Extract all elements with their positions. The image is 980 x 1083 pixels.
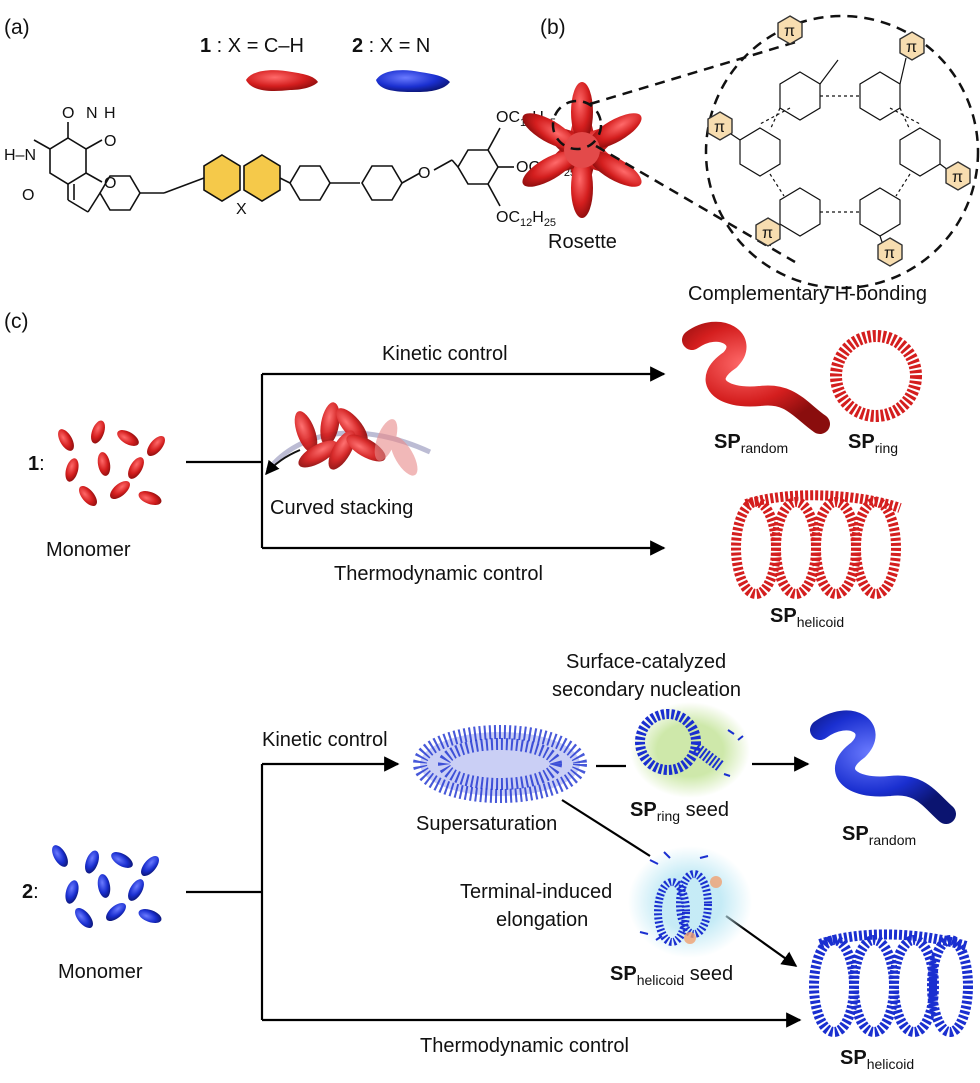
atom-h-top: H [104,105,116,122]
sp-helicoid-blue-label: SPhelicoid [840,1047,914,1072]
pi-hexagons: π π π π π π [707,15,971,267]
supersaturation-label: Supersaturation [416,813,557,835]
panel-label-a: (a) [4,16,30,39]
sp-helicoid-red-model [731,490,902,599]
path2-thermo-label: Thermodynamic control [420,1035,629,1057]
highlight-ring [204,155,240,201]
panel-label-c: (c) [4,310,29,333]
pi-hexagon-3: π [707,111,733,141]
compound-2-number: 2 [352,35,363,57]
sp-helicoid-red-label: SPhelicoid [770,605,844,630]
path1-monomers [58,420,165,506]
panel-label-b: (b) [540,16,566,39]
atom-x: X [236,201,247,218]
sp-ring-seed-model [630,702,750,798]
compound-2-definition: : X = N [363,35,430,57]
path1-thermo-label: Thermodynamic control [334,563,543,585]
surface-catalyzed-line1: Surface-catalyzed [566,651,726,673]
sp-ring-seed-label: SPring seed [630,799,729,824]
rosette-model [522,82,642,218]
supersaturation-cluster [413,725,587,803]
pi-hexagon-1: π [777,15,803,45]
sp-ring-red-label: SPring [848,431,898,456]
pi-hexagon-2: π [899,31,925,61]
sp-helicoid-seed-model [628,846,752,958]
red-monomer-icon [246,70,318,91]
atom-o-bottom: O [22,187,34,204]
terminal-induced-line1: Terminal-induced [460,881,612,903]
sp-helicoid-seed-label: SPhelicoid seed [610,963,733,988]
pi-hexagon-6: π [877,237,903,267]
sp-ring-red-model [830,330,922,422]
compound-2-legend: 2 : X = N [352,35,430,57]
pi-hexagon-5: π [755,217,781,247]
atom-o-top: O [62,105,74,122]
sp-random-blue-label: SPrandom [842,823,916,848]
atom-o-lower: O [104,175,116,192]
pi-hexagon-4: π [945,161,971,191]
terminal-induced-line2: elongation [496,909,588,931]
chemical-structure [33,122,514,213]
compound-1-definition: : X = C–H [211,35,304,57]
atom-n-top: N [86,105,98,122]
svg-text:π: π [906,39,917,56]
svg-text:π: π [784,23,795,40]
compound-1-legend: 1 : X = C–H [200,35,304,57]
sp-random-blue-model [810,710,956,824]
path1-monomer-label: Monomer [46,539,131,561]
path1-compound-label: 1: [28,453,45,475]
blue-monomer-icon [376,70,450,92]
svg-text:π: π [762,225,773,242]
curved-stacking-label: Curved stacking [270,497,413,519]
compound-1-number: 1 [200,35,211,57]
curved-stacking-model [265,402,432,476]
alkoxy-3: OC12H25 [496,209,556,229]
svg-text:π: π [714,119,725,136]
path2-kinetic-label: Kinetic control [262,729,388,751]
path1-arrows [186,366,666,556]
atom-o-ether: O [418,165,430,182]
rosette-label: Rosette [548,231,617,253]
path2-compound-label: 2: [22,881,39,903]
hbond-label: Complementary H-bonding [688,283,927,305]
svg-text:π: π [884,245,895,262]
surface-catalyzed-line2: secondary nucleation [552,679,741,701]
sp-random-red-label: SPrandom [714,431,788,456]
path1-kinetic-label: Kinetic control [382,343,508,365]
path2-monomers [52,845,162,928]
path2-monomer-label: Monomer [58,961,143,983]
atom-o-right: O [104,133,116,150]
svg-text:π: π [952,169,963,186]
sp-random-red-model [682,321,830,434]
atom-hn-left: H–N [4,147,36,164]
sp-helicoid-blue-model [809,929,973,1037]
